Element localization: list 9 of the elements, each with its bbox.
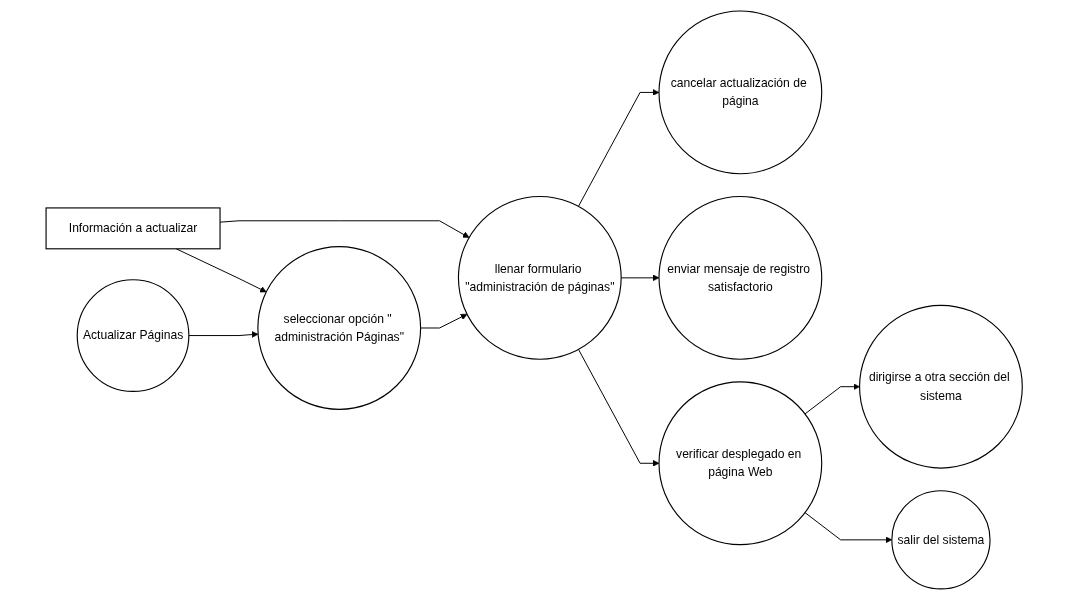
node-circle: seleccionar opción " administración Páginas"	[257, 245, 422, 410]
node-circle: enviar mensaje de registro satisfactorio	[658, 195, 823, 360]
node-circle: Actualizar Páginas	[76, 278, 190, 392]
node-circle: llenar formulario "administración de páginas"	[458, 195, 623, 360]
node-circle: verificar desplegado en página Web	[658, 380, 823, 545]
node-circle: dirigirse a otra sección del sistema	[859, 304, 1024, 469]
node-box: Información a actualizar	[45, 206, 221, 249]
node-circle: cancelar actualización de página	[658, 10, 823, 174]
node-circle: salir del sistema	[891, 489, 991, 589]
